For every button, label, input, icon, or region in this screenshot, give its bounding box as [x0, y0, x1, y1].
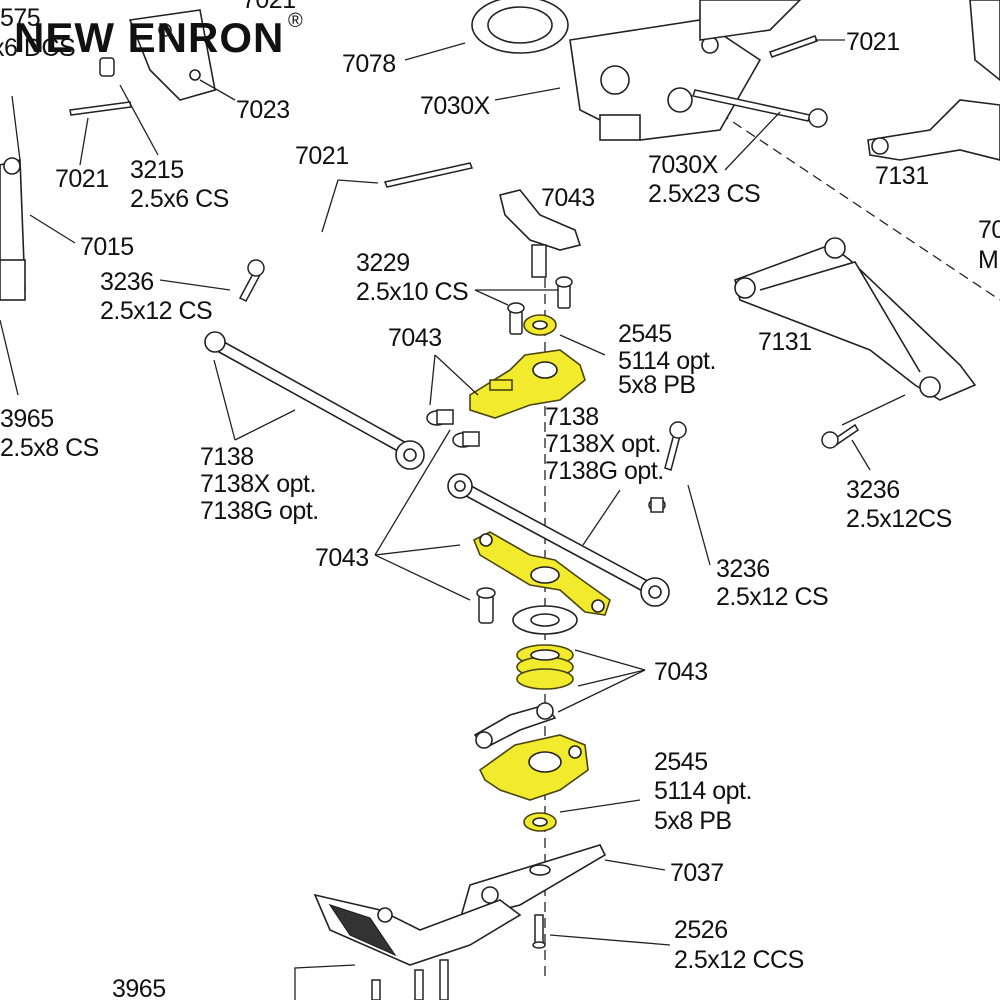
- label-3236-a: 3236: [100, 268, 154, 296]
- tire-part: [969, 0, 1000, 82]
- label-7078: 7078: [342, 50, 396, 78]
- label-m-cut: M: [978, 246, 998, 274]
- label-7043-c: 7043: [315, 544, 369, 572]
- gearbox-housing-part: [471, 0, 802, 141]
- label-7138g-a: 7138G opt.: [200, 497, 319, 525]
- label-2545-a: 2545: [618, 320, 672, 348]
- label-2526: 2526: [674, 916, 728, 944]
- label-7023: 7023: [236, 96, 290, 124]
- label-7138-a: 7138: [200, 443, 254, 471]
- label-3236-c: 3236: [716, 555, 770, 583]
- bearing-2545-top: [523, 314, 557, 336]
- label-3215: 3215: [130, 156, 184, 184]
- label-7021-top: 7021: [242, 0, 296, 14]
- label-7138x-b: 7138X opt.: [545, 430, 661, 458]
- label-3229: 3229: [356, 249, 410, 277]
- label-2545-b: 2545: [654, 748, 708, 776]
- left-plate-part: [128, 9, 216, 101]
- tie-rod-7138-center: [447, 473, 670, 607]
- pivot-pin-7043: [476, 587, 496, 624]
- leader-lines: [0, 39, 906, 1000]
- servo-saver-upper-highlight: [469, 349, 586, 419]
- bracket-7043-top: [499, 189, 582, 251]
- label-7043-a: 7043: [541, 184, 595, 212]
- servo-saver-arm-highlight: [472, 531, 611, 616]
- label-3236-b: 3236: [846, 476, 900, 504]
- label-7138x-a: 7138X opt.: [200, 470, 316, 498]
- label-3965-a: 3965: [0, 405, 54, 433]
- label-3215-spec: 2.5x6 CS: [130, 185, 229, 213]
- pin-7021-mid: [383, 162, 474, 188]
- screw-3236-right: [821, 423, 860, 449]
- label-3229-spec: 2.5x10 CS: [356, 278, 468, 306]
- small-screw-part: [99, 57, 115, 77]
- label-7021-mid: 7021: [295, 142, 349, 170]
- upper-arm-7131-top: [867, 99, 1000, 161]
- label-3236-c-spec: 2.5x12 CS: [716, 583, 828, 611]
- label-7030x-b-spec: 2.5x23 CS: [648, 180, 760, 208]
- label-2545-b-opt: 5114 opt.: [654, 777, 752, 805]
- screw-3236-left: [238, 259, 265, 302]
- left-body-mount: [0, 157, 26, 301]
- lower-link-arm: [473, 702, 557, 750]
- bearing-2545-bottom: [523, 812, 557, 832]
- label-7138-b: 7138: [545, 403, 599, 431]
- label-3965-b: 3965: [112, 975, 166, 1000]
- pin-7021-right: [769, 35, 818, 58]
- brand-name: NEW ENRON: [14, 14, 284, 61]
- label-7037: 7037: [670, 859, 724, 887]
- label-7021-right: 7021: [846, 28, 900, 56]
- screws-3229: [507, 276, 573, 335]
- tie-rod-7138-left: [204, 331, 425, 470]
- bumper-part: [313, 886, 522, 966]
- servo-saver-lower-highlight: [478, 734, 589, 801]
- label-70-cut: 70: [978, 216, 1000, 244]
- label-3236-a-spec: 2.5x12 CS: [100, 297, 212, 325]
- lower-arm-7131: [734, 237, 977, 401]
- label-7043-b: 7043: [388, 324, 442, 352]
- bushings-7043: [426, 409, 480, 448]
- post-7043: [531, 244, 547, 278]
- label-2545-a-spec: 5x8 PB: [618, 371, 696, 399]
- label-x6-dcs: x6 DCS: [0, 34, 75, 62]
- label-2545-b-spec: 5x8 PB: [654, 807, 732, 835]
- label-7030x-b: 7030X: [648, 151, 719, 179]
- label-7021-left: 7021: [55, 165, 109, 193]
- screw-2526: [532, 914, 546, 949]
- label-3965-a-spec: 2.5x8 CS: [0, 434, 99, 462]
- screw-3236-center: [648, 421, 687, 513]
- brand-watermark: NEW ENRON ®: [14, 10, 303, 61]
- label-2545-a-opt: 5114 opt.: [618, 347, 716, 375]
- washer-7043: [512, 605, 578, 635]
- label-7138g-b: 7138G opt.: [545, 457, 664, 485]
- screw-7030x: [692, 89, 828, 128]
- label-575: 575: [0, 4, 40, 32]
- label-2526-spec: 2.5x12 CCS: [674, 946, 804, 974]
- label-7043-d: 7043: [654, 658, 708, 686]
- spring-highlight: [516, 644, 574, 690]
- label-7131-top: 7131: [875, 162, 929, 190]
- bottom-screws: [371, 959, 449, 1000]
- label-7030x-a: 7030X: [420, 92, 491, 120]
- pin-7021-left: [69, 101, 132, 116]
- label-7131-mid: 7131: [758, 328, 812, 356]
- label-3236-b-spec: 2.5x12CS: [846, 505, 952, 533]
- registered-mark-icon: ®: [288, 10, 303, 32]
- label-7015: 7015: [80, 233, 134, 261]
